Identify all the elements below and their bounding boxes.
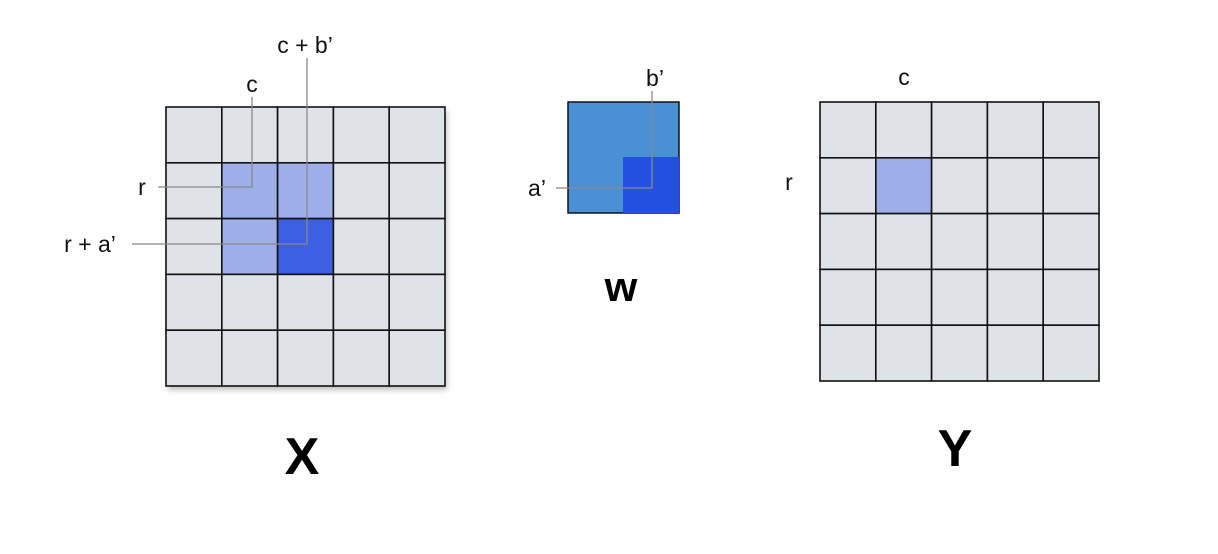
matrix-x-cell-3-3 [332, 273, 390, 331]
matrix-y: c r Y [785, 64, 1100, 478]
label-y-r: r [785, 169, 793, 195]
label-r: r [138, 174, 146, 200]
matrix-x-cell-2-0 [165, 217, 223, 276]
kernel-w-corner [623, 157, 679, 213]
matrix-x-cells [165, 106, 446, 387]
matrix-y-cell-2-4 [1042, 212, 1100, 271]
kernel-w-title: w [604, 263, 638, 310]
matrix-x-cell-4-4 [388, 329, 446, 387]
matrix-x-cell-2-2 [276, 217, 335, 276]
matrix-x-cell-4-0 [165, 329, 223, 387]
matrix-y-cell-4-4 [1042, 324, 1100, 382]
matrix-x-cell-4-2 [276, 329, 335, 387]
matrix-y-cell-3-2 [930, 268, 989, 326]
matrix-x-cell-2-1 [221, 217, 279, 276]
label-y-c: c [898, 64, 910, 90]
matrix-y-cell-4-2 [930, 324, 989, 382]
matrix-y-title: Y [938, 420, 973, 478]
matrix-x-cell-1-0 [165, 162, 223, 220]
matrix-x-cell-3-4 [388, 273, 446, 331]
matrix-y-cells [819, 101, 1100, 382]
kernel-w: b’ a’ w [528, 65, 680, 310]
matrix-y-cell-1-2 [930, 157, 989, 215]
matrix-y-cell-2-2 [930, 212, 989, 271]
matrix-y-cell-0-4 [1042, 101, 1100, 159]
matrix-y-cell-2-3 [986, 212, 1045, 271]
leader-c [158, 97, 253, 188]
matrix-x-cell-0-4 [388, 106, 446, 164]
matrix-y-cell-3-0 [819, 268, 877, 326]
label-b: b’ [646, 65, 664, 91]
matrix-x-cell-3-2 [276, 273, 335, 331]
matrix-y-cell-1-0 [819, 157, 877, 215]
matrix-y-cell-2-0 [819, 212, 877, 271]
matrix-y-cell-0-0 [819, 101, 877, 159]
matrix-y-cell-1-4 [1042, 157, 1100, 215]
matrix-y-cell-3-4 [1042, 268, 1100, 326]
matrix-x-cell-1-2 [276, 162, 335, 220]
matrix-x-cell-1-1 [221, 162, 279, 220]
matrix-x-cell-1-4 [388, 162, 446, 220]
matrix-y-cell-4-0 [819, 324, 877, 382]
matrix-y-cell-0-1 [874, 101, 933, 159]
label-a: a’ [528, 175, 546, 201]
matrix-y-cell-1-1 [874, 157, 933, 215]
matrix-x-cell-3-1 [221, 273, 279, 331]
matrix-x-cell-0-3 [332, 106, 390, 164]
matrix-x-title: X [285, 428, 320, 486]
matrix-x-leaders [132, 58, 308, 245]
matrix-y-cell-2-1 [874, 212, 933, 271]
matrix-y-cell-4-3 [986, 324, 1045, 382]
matrix-x-cell-3-0 [165, 273, 223, 331]
matrix-x: c c + b’ r r + a’ X [64, 32, 446, 486]
matrix-x-cell-4-1 [221, 329, 279, 387]
matrix-x-cell-0-1 [221, 106, 279, 164]
leader-a-b [556, 91, 653, 189]
matrix-y-cell-4-1 [874, 324, 933, 382]
matrix-y-cell-3-3 [986, 268, 1045, 326]
label-c-plus-b: c + b’ [277, 32, 333, 58]
leader-c-plus-b [132, 58, 308, 245]
label-r-plus-a: r + a’ [64, 231, 116, 257]
matrix-x-cell-1-3 [332, 162, 390, 220]
matrix-y-cell-0-2 [930, 101, 989, 159]
matrix-x-cell-0-0 [165, 106, 223, 164]
matrix-x-cell-2-4 [388, 217, 446, 276]
matrix-y-cell-3-1 [874, 268, 933, 326]
label-c: c [246, 71, 258, 97]
matrix-y-cell-0-3 [986, 101, 1045, 159]
matrix-x-cell-4-3 [332, 329, 390, 387]
matrix-y-cell-1-3 [986, 157, 1045, 215]
matrix-x-cell-0-2 [276, 106, 335, 164]
matrix-x-cell-2-3 [332, 217, 390, 276]
